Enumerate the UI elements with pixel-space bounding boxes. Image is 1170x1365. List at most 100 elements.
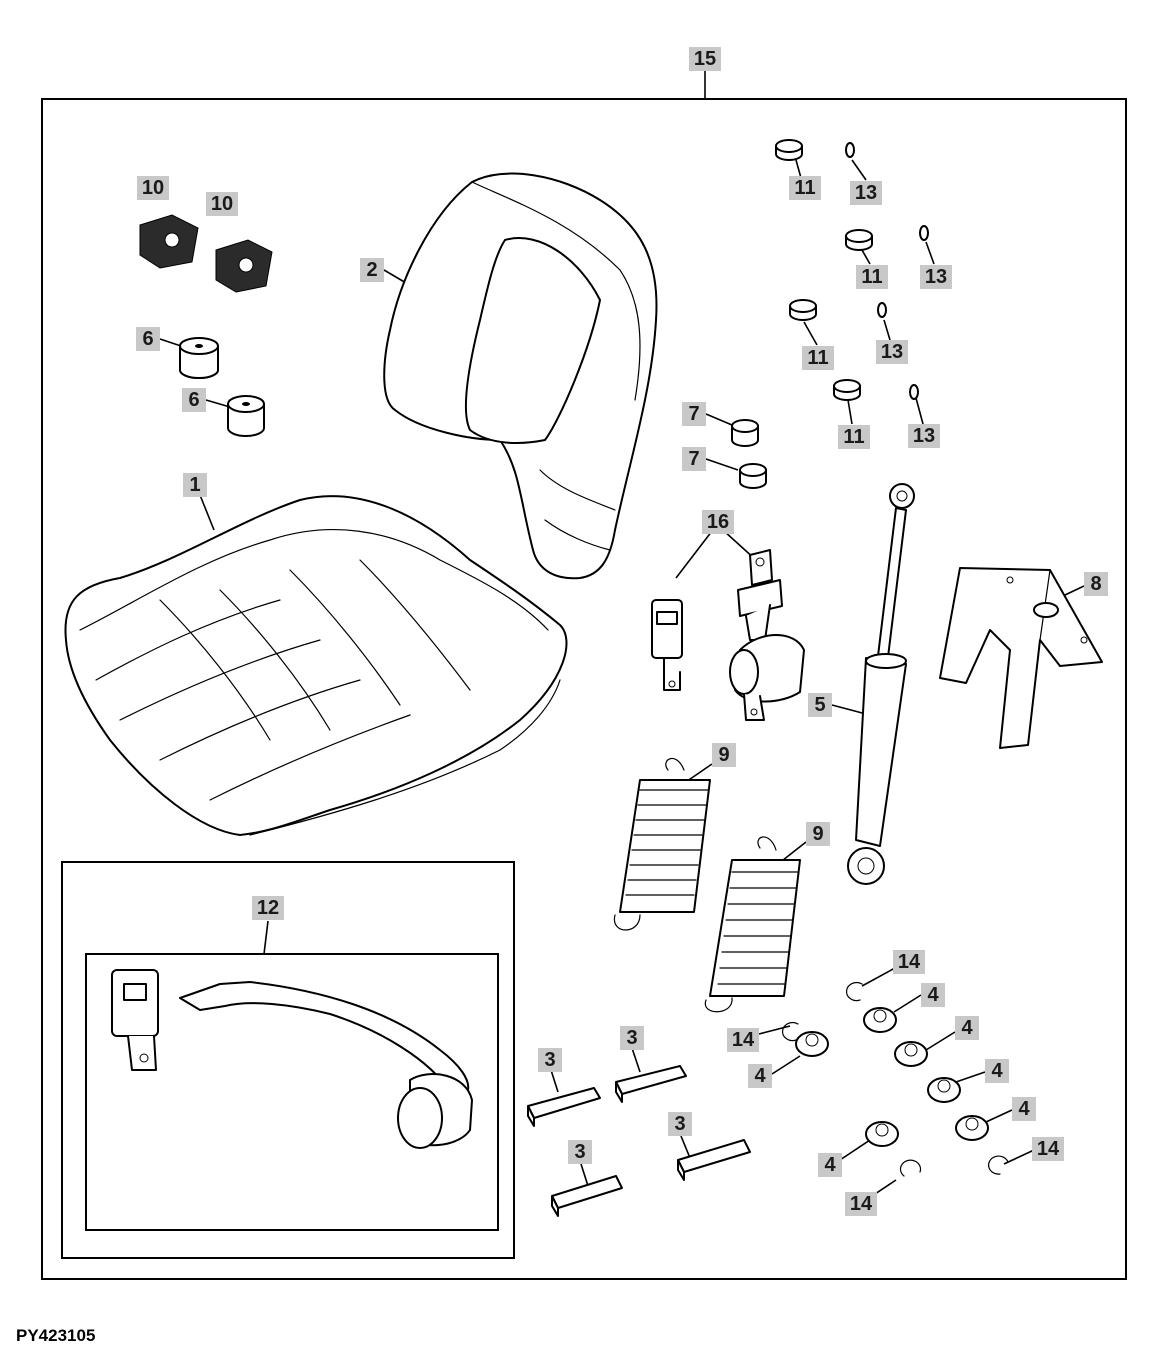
bumper-2 — [227, 395, 265, 437]
callout-5: 5 — [808, 693, 832, 717]
svg-text:4: 4 — [927, 984, 939, 1006]
svg-text:14: 14 — [898, 951, 921, 973]
seat-belt-buckle — [651, 599, 683, 691]
svg-text:13: 13 — [925, 266, 947, 288]
spring-2 — [704, 836, 801, 1013]
callout-3d: 3 — [568, 1140, 592, 1164]
wear-pad-4 — [677, 1139, 751, 1181]
callout-13d: 13 — [908, 424, 940, 448]
seat-cushion — [64, 495, 568, 836]
wear-pad-2 — [615, 1065, 687, 1103]
svg-text:15: 15 — [694, 48, 716, 70]
nuts-and-bushings — [795, 1007, 989, 1147]
svg-text:11: 11 — [861, 266, 882, 288]
callout-8: 8 — [1084, 572, 1108, 596]
outer-frame — [41, 98, 1127, 1280]
svg-text:16: 16 — [707, 511, 729, 533]
svg-text:11: 11 — [794, 177, 815, 199]
svg-text:3: 3 — [626, 1027, 637, 1049]
inset-frame-outer — [61, 861, 515, 1259]
callout-11c: 11 — [802, 346, 834, 370]
backrest — [383, 172, 658, 580]
callout-4d: 4 — [985, 1059, 1009, 1083]
svg-text:7: 7 — [688, 448, 699, 470]
callout-7b: 7 — [682, 447, 706, 471]
rubber-block-2 — [215, 239, 273, 293]
svg-text:13: 13 — [855, 182, 877, 204]
callout-13a: 13 — [850, 181, 882, 205]
callout-4f: 4 — [818, 1153, 842, 1177]
callout-7a: 7 — [682, 402, 706, 426]
svg-text:10: 10 — [211, 193, 233, 215]
seat-belt-assembly — [111, 969, 473, 1149]
bushings-and-clips — [775, 139, 929, 401]
svg-text:3: 3 — [674, 1113, 685, 1135]
wear-pad-1 — [527, 1087, 601, 1127]
svg-text:13: 13 — [881, 341, 903, 363]
callout-11b: 11 — [856, 265, 888, 289]
callout-13c: 13 — [876, 340, 908, 364]
rubber-block-1 — [139, 214, 199, 269]
svg-text:8: 8 — [1090, 573, 1101, 595]
callout-6b: 6 — [182, 388, 206, 412]
spacer-2 — [739, 463, 767, 489]
shock-absorber — [847, 483, 915, 885]
callout-14c: 14 — [1032, 1137, 1064, 1161]
svg-text:9: 9 — [812, 823, 823, 845]
mounting-bracket — [939, 567, 1103, 749]
callout-9a: 9 — [712, 743, 736, 767]
spacer-1 — [731, 419, 759, 447]
figure-code: PY423105 — [16, 1326, 96, 1345]
seat-belt-retractor — [729, 549, 805, 721]
svg-text:4: 4 — [961, 1017, 973, 1039]
inset-frame-inner — [85, 953, 499, 1231]
callout-14b: 14 — [727, 1028, 759, 1052]
snap-rings — [782, 981, 1009, 1177]
callout-3b: 3 — [538, 1048, 562, 1072]
spring-1 — [613, 757, 711, 931]
svg-text:6: 6 — [142, 328, 153, 350]
svg-text:14: 14 — [1037, 1138, 1060, 1160]
callout-6a: 6 — [136, 327, 160, 351]
svg-text:12: 12 — [257, 897, 279, 919]
callout-10b: 10 — [206, 192, 238, 216]
callout-1: 1 — [183, 473, 207, 497]
callout-4c: 4 — [748, 1064, 772, 1088]
callout-4b: 4 — [955, 1016, 979, 1040]
svg-text:11: 11 — [843, 426, 864, 448]
svg-text:4: 4 — [991, 1060, 1003, 1082]
callout-15: 15 — [689, 47, 721, 71]
callout-9b: 9 — [806, 822, 830, 846]
bumper-1 — [179, 337, 219, 379]
callout-14d: 14 — [845, 1192, 877, 1216]
svg-text:2: 2 — [366, 259, 377, 281]
svg-text:4: 4 — [824, 1154, 836, 1176]
svg-text:1: 1 — [189, 474, 200, 496]
callout-11a: 11 — [789, 176, 821, 200]
svg-text:10: 10 — [142, 177, 164, 199]
svg-text:11: 11 — [807, 347, 828, 369]
svg-text:13: 13 — [913, 425, 935, 447]
svg-text:5: 5 — [814, 694, 825, 716]
callout-11d: 11 — [838, 425, 870, 449]
svg-text:4: 4 — [754, 1065, 766, 1087]
callout-2: 2 — [360, 258, 384, 282]
callout-4a: 4 — [921, 983, 945, 1007]
callout-4e: 4 — [1012, 1097, 1036, 1121]
callout-14a: 14 — [893, 950, 925, 974]
svg-text:6: 6 — [188, 389, 199, 411]
callout-12: 12 — [252, 896, 284, 920]
svg-text:4: 4 — [1018, 1098, 1030, 1120]
callout-13b: 13 — [920, 265, 952, 289]
svg-text:9: 9 — [718, 744, 729, 766]
callout-3c: 3 — [668, 1112, 692, 1136]
svg-text:14: 14 — [732, 1029, 755, 1051]
callout-3a: 3 — [620, 1026, 644, 1050]
svg-text:3: 3 — [574, 1141, 585, 1163]
wear-pad-3 — [551, 1175, 623, 1217]
svg-text:14: 14 — [850, 1193, 873, 1215]
svg-text:7: 7 — [688, 403, 699, 425]
svg-text:3: 3 — [544, 1049, 555, 1071]
callout-16: 16 — [702, 510, 734, 534]
